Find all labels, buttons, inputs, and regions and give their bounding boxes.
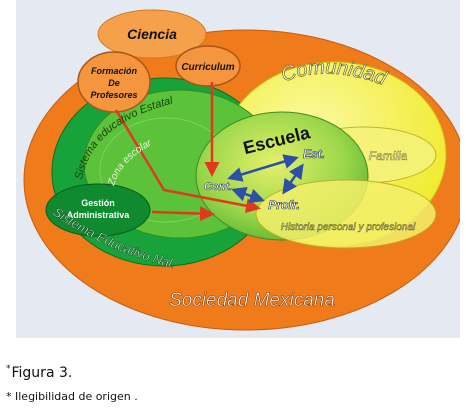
label-ciencia: Ciencia: [127, 26, 177, 42]
label-profr: Profr.: [268, 198, 299, 212]
gestion-administrativa-ellipse: [45, 183, 151, 237]
arrow-cont-est: [227, 154, 299, 182]
curriculum-ellipse: [175, 45, 241, 87]
diagram-panel: Ciencia Curriculum Formación De Profesor…: [16, 0, 460, 338]
label-est: Est.: [303, 147, 325, 161]
arrow-formacion-to-profr: [114, 109, 261, 214]
figure-note: * Ilegibilidad de origen .: [6, 390, 138, 403]
label-cont: Cont.: [204, 181, 232, 193]
arrow-est-profr: [282, 163, 304, 195]
ciencia-ellipse: [97, 9, 207, 59]
arrow-gestion-to-escuela: [151, 206, 215, 222]
arrow-cont-profr: [231, 186, 265, 204]
figure-caption: *Figura 3.: [6, 364, 72, 381]
label-familia: Familia: [369, 149, 408, 163]
label-sociedad: Sociedad Mexicana: [169, 290, 335, 311]
figure-marker: *: [6, 364, 11, 374]
context-diagram: Ciencia Curriculum Formación De Profesor…: [23, 9, 460, 331]
label-formacion-3: Profesores: [90, 90, 137, 100]
label-historia: Historia personal y profesional: [281, 222, 416, 233]
label-formacion-2: De: [108, 78, 120, 88]
label-gestion-1: Gestión: [81, 198, 115, 208]
label-formacion-1: Formación: [91, 66, 138, 76]
label-gestion-2: Administrativa: [67, 210, 131, 220]
figure-title: Figura 3.: [11, 365, 73, 381]
label-curriculum: Curriculum: [181, 62, 234, 73]
historia-ellipse: [255, 179, 437, 249]
formacion-profesores-ellipse: [77, 51, 151, 113]
